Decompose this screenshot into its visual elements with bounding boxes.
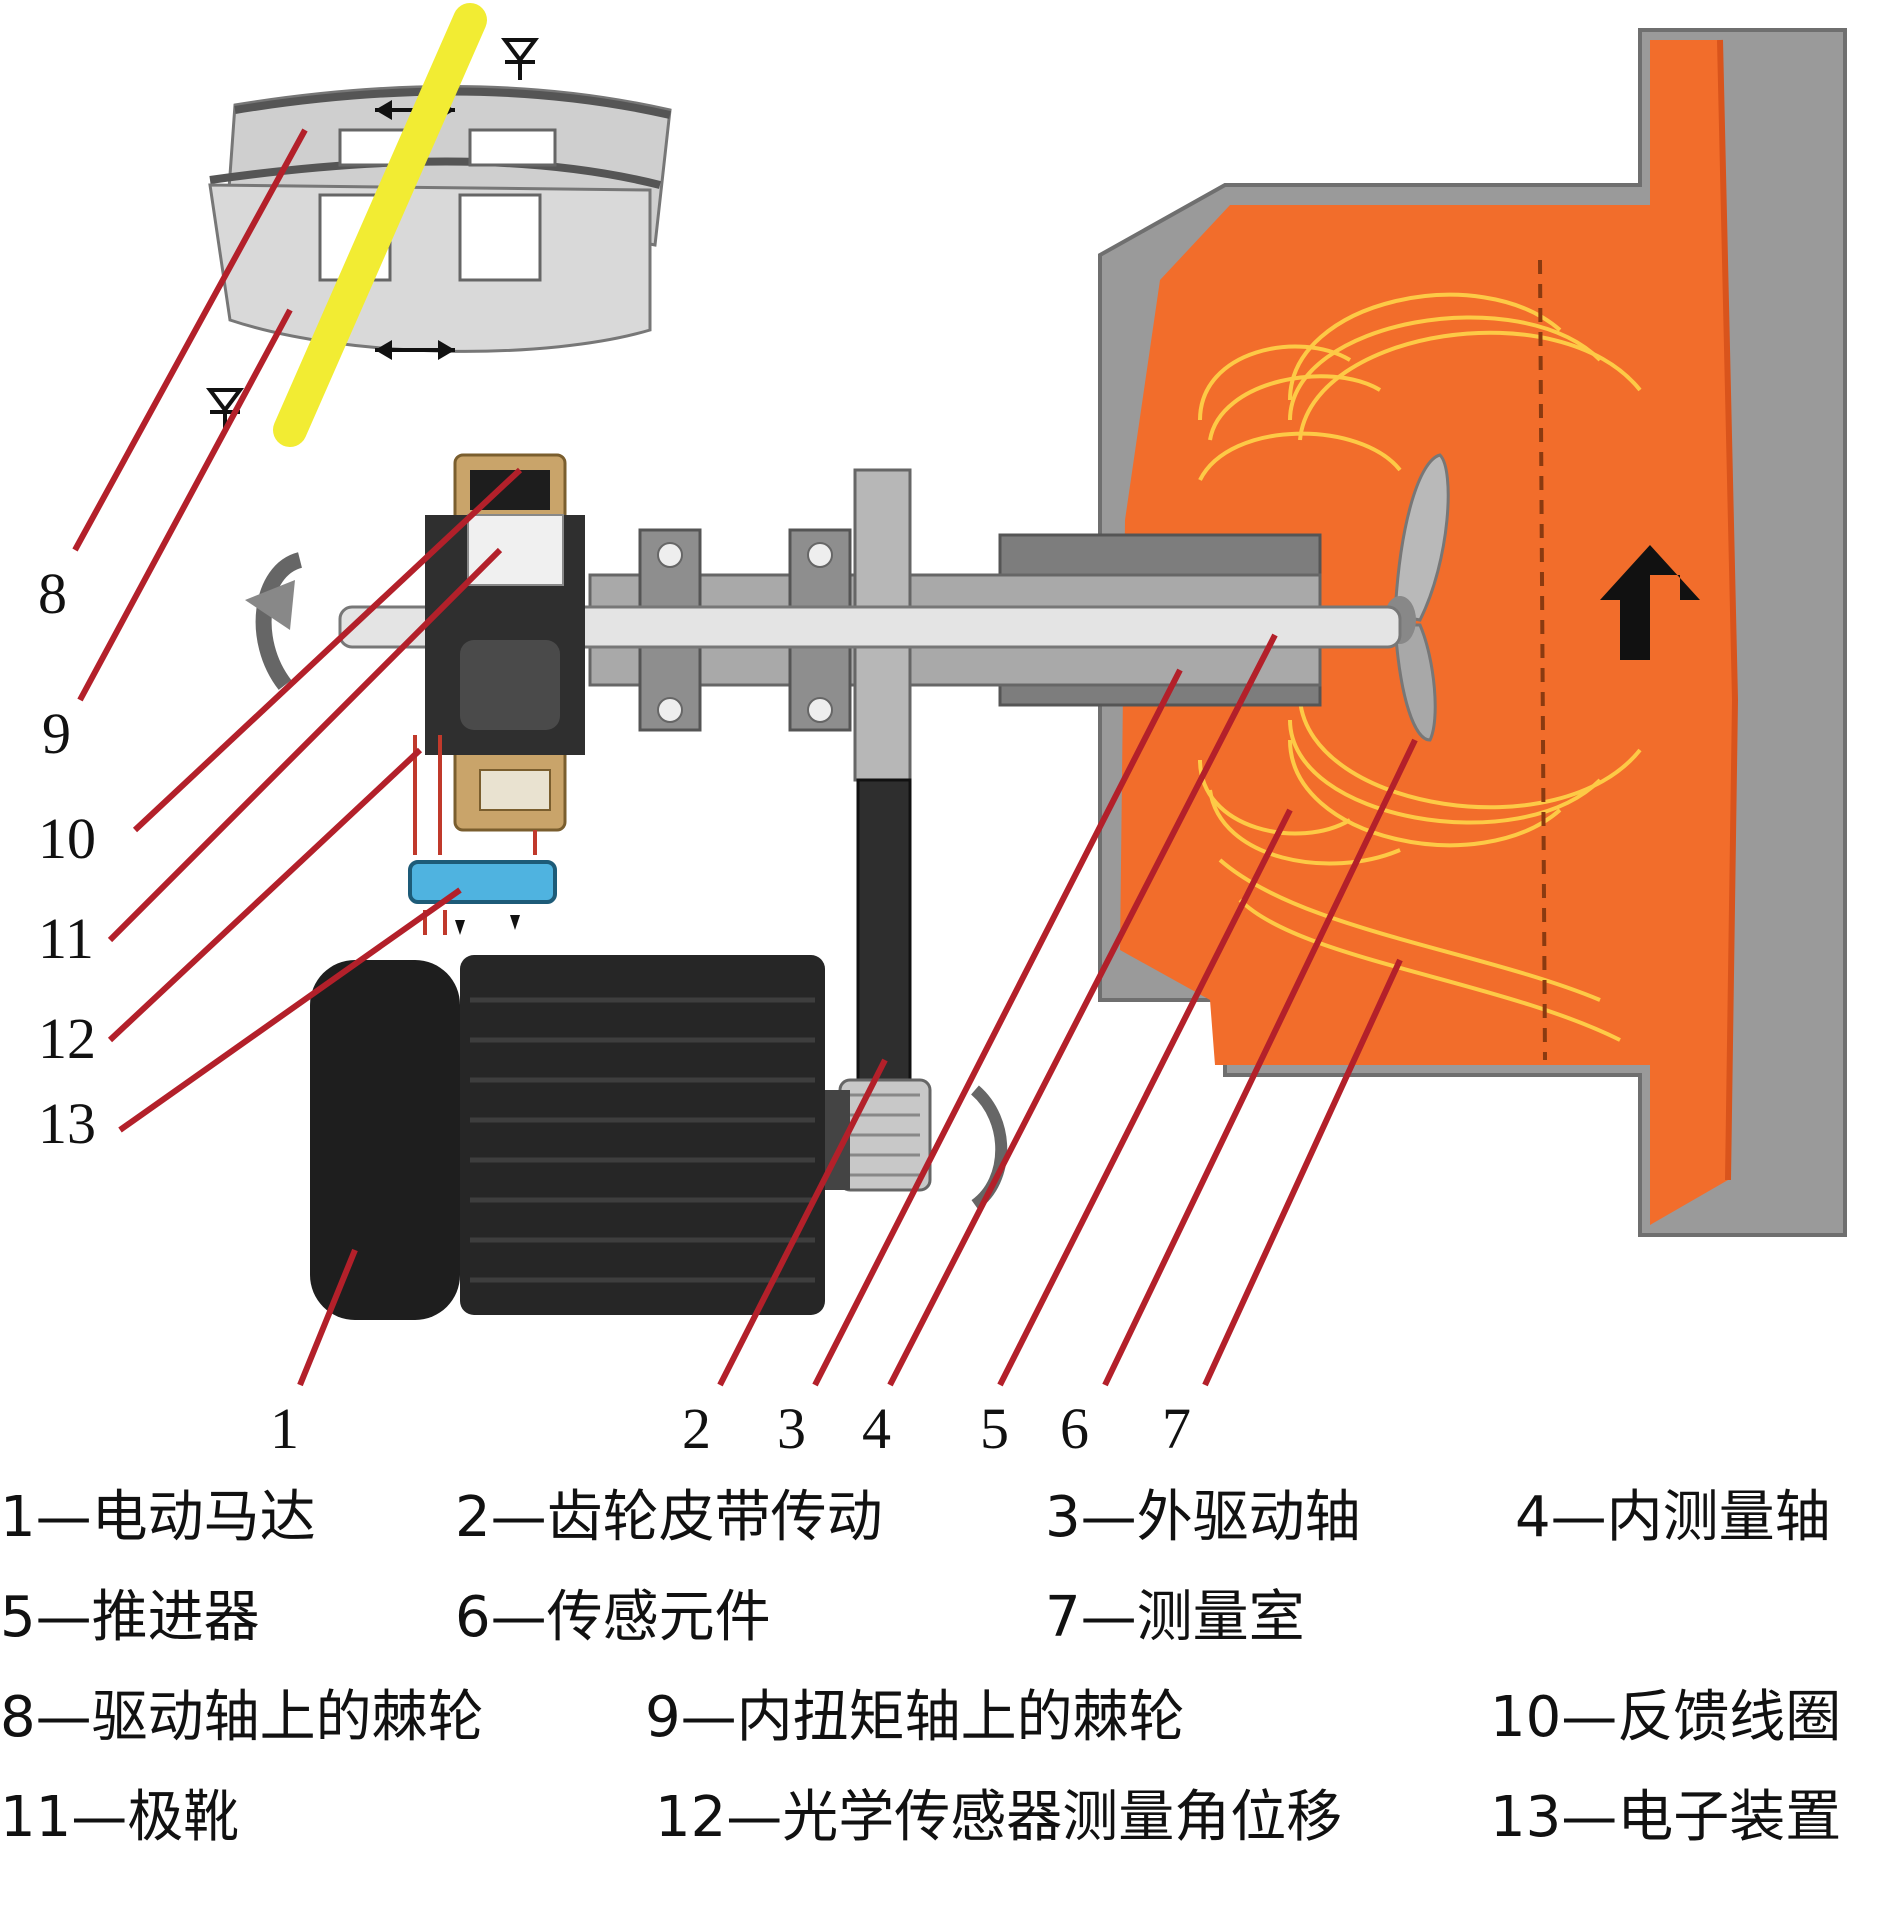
callout-number: 13	[38, 1091, 96, 1156]
photodiode-icon	[501, 38, 539, 80]
callout-number: 7	[1162, 1396, 1191, 1461]
callout-number: 4	[862, 1396, 891, 1461]
callout-number: 5	[980, 1396, 1009, 1461]
callout-number: 1	[270, 1396, 299, 1461]
callout-number: 11	[38, 906, 94, 971]
legend-item: 2—齿轮皮带传动	[455, 1485, 883, 1550]
legend-item: 7—测量室	[1045, 1585, 1305, 1650]
callout-number: 2	[682, 1396, 711, 1461]
legend-item: 13—电子装置	[1490, 1785, 1842, 1850]
shaft-assembly	[338, 468, 1402, 782]
legend-item: 9—内扭矩轴上的棘轮	[645, 1685, 1185, 1750]
rotation-arrow-icon	[245, 552, 303, 690]
legend-item: 12—光学传感器测量角位移	[655, 1785, 1343, 1850]
callout-number: 6	[1060, 1396, 1089, 1461]
leader-lines	[72, 128, 1418, 1387]
callout-number: 10	[38, 806, 96, 871]
callout-number: 3	[777, 1396, 806, 1461]
legend: 1—电动马达 2—齿轮皮带传动 3—外驱动轴 4—内测量轴 5—推进器 6—传感…	[0, 1470, 1890, 1890]
coil-block	[425, 453, 585, 832]
legend-item: 11—极靴	[0, 1785, 240, 1850]
gear-belt-drive	[838, 778, 1008, 1210]
sensor-diagram	[72, 3, 1847, 1387]
legend-item: 3—外驱动轴	[1045, 1485, 1361, 1550]
legend-item: 10—反馈线圈	[1490, 1685, 1842, 1750]
flow-arrow-icon	[1600, 545, 1700, 660]
propeller	[1384, 453, 1450, 742]
callout-number: 9	[42, 701, 71, 766]
legend-item: 4—内测量轴	[1515, 1485, 1831, 1550]
ratchet-inset	[206, 3, 672, 447]
legend-item: 8—驱动轴上的棘轮	[0, 1685, 484, 1750]
electronics-box	[408, 735, 557, 935]
legend-item: 1—电动马达	[0, 1485, 316, 1550]
legend-item: 5—推进器	[0, 1585, 260, 1650]
callout-number: 8	[38, 561, 67, 626]
measuring-chamber	[1120, 39, 1739, 1225]
electric-motor	[310, 955, 850, 1320]
callout-number: 12	[38, 1006, 96, 1071]
legend-item: 6—传感元件	[455, 1585, 771, 1650]
